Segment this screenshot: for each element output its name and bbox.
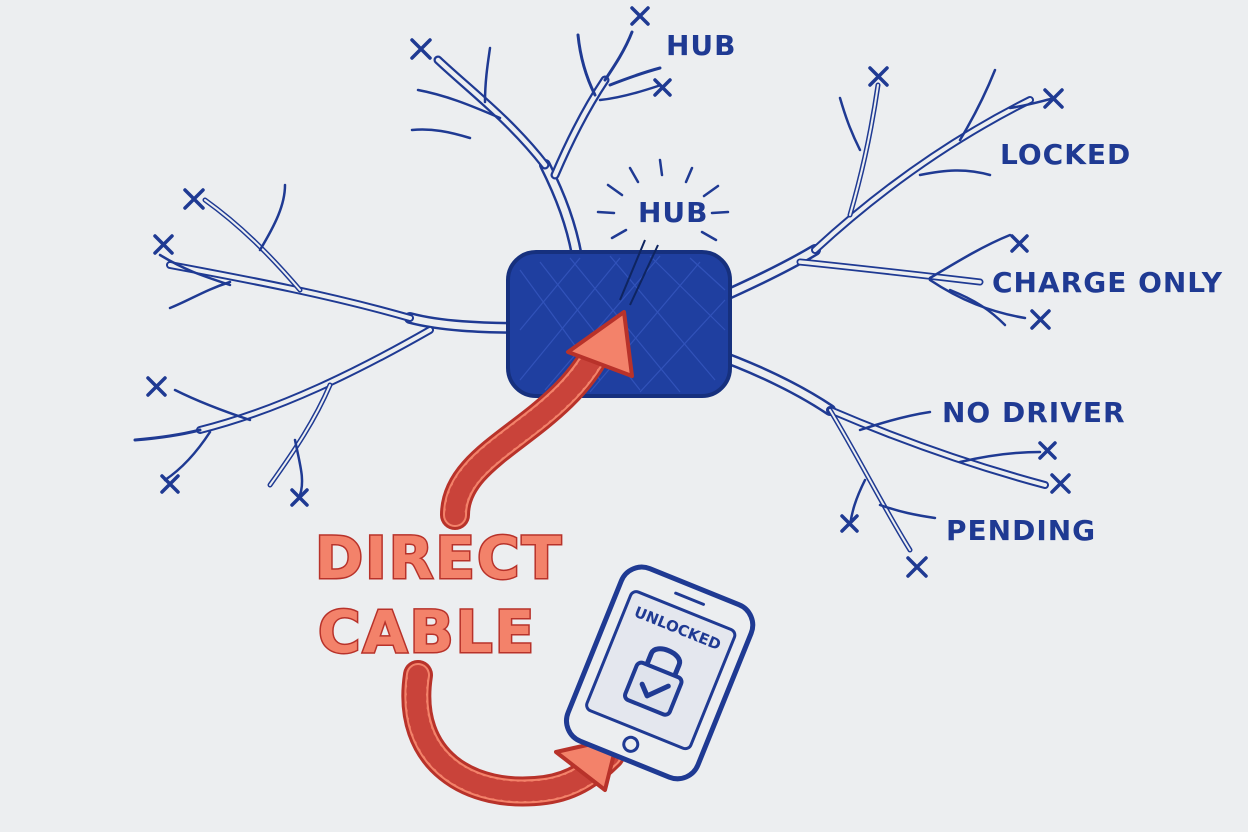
label-cable: CABLE [318,598,536,666]
x-mark-icon [1050,473,1071,494]
x-mark-icon [1043,88,1064,109]
x-mark-icon [290,488,309,507]
padlock-check-icon [623,646,684,717]
x-mark-icon [1010,234,1029,253]
emphasis-rays [596,158,730,242]
label-hub-center: HUB [638,196,709,229]
branch-top-left [410,46,584,268]
x-mark-icon [1038,441,1057,460]
x-mark-icon [906,556,928,578]
branch-right-middle [796,233,1027,327]
x-mark-icon [146,376,167,397]
label-hub-top: HUB [666,29,737,62]
label-direct: DIRECT [315,524,563,592]
label-charge-only: CHARGE ONLY [992,266,1223,299]
branch-top [550,30,662,180]
x-mark-icon [153,234,174,255]
x-mark-icon [868,66,889,87]
x-mark-icon [653,78,672,97]
label-locked: LOCKED [1000,138,1131,171]
x-mark-icon [840,514,859,533]
phone-icon: UNLOCKED [564,564,756,782]
branch-bottom-left [133,326,434,497]
branch-left [158,183,534,334]
x-mark-icon [630,6,650,26]
arrowhead-to-hub [566,310,634,378]
x-mark-icon [183,188,205,210]
label-no-driver: NO DRIVER [942,396,1126,429]
dead-end-marks [146,6,1071,578]
x-mark-icon [410,38,432,60]
x-mark-icon [1030,309,1051,330]
label-pending: PENDING [946,514,1096,547]
x-mark-icon [160,474,180,494]
